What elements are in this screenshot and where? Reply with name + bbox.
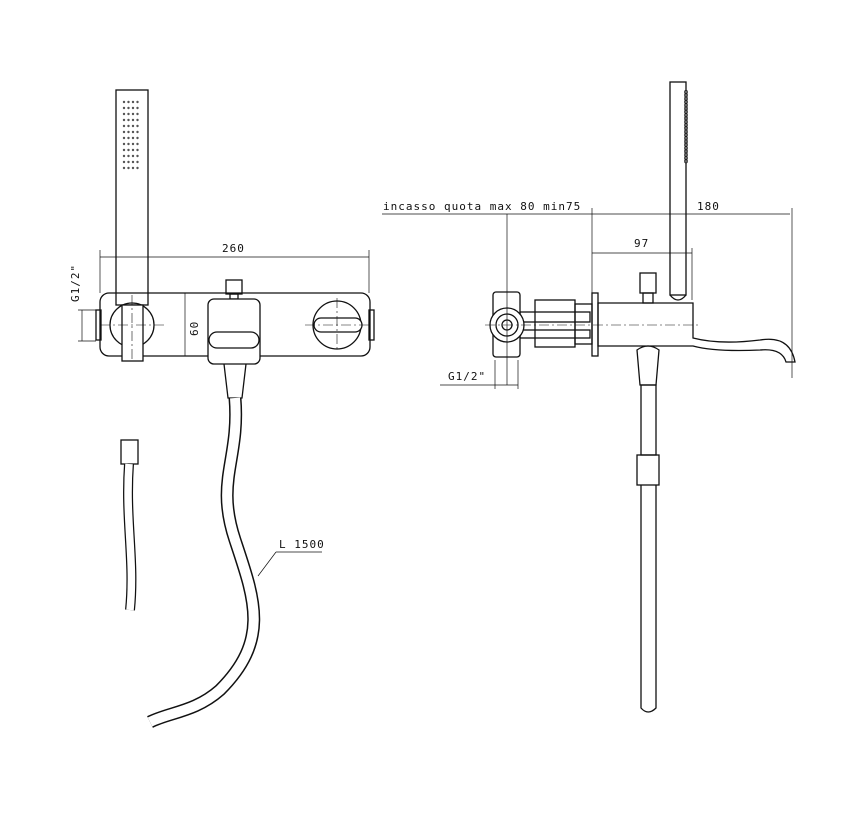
- width-dimension: 260: [222, 242, 245, 255]
- depth-dimension: 180: [697, 200, 720, 213]
- nozzle-dot: [131, 154, 135, 158]
- nozzle-dot: [127, 100, 130, 104]
- nozzle-dot: [127, 118, 130, 122]
- nozzle-dot: [122, 100, 126, 104]
- diverter-handle: [208, 331, 260, 349]
- nozzle-dot: [131, 160, 135, 164]
- nozzle-dot: [136, 136, 139, 140]
- side-diverter-knob: [639, 272, 657, 294]
- nozzle-dot: [131, 118, 135, 122]
- recess-note: incasso quota max 80 min75: [383, 200, 581, 213]
- nozzle-dot: [136, 160, 139, 164]
- nozzle-dot: [122, 136, 126, 140]
- nozzle-dot: [122, 112, 126, 116]
- nozzle-dot: [131, 130, 135, 134]
- nozzle-dot: [122, 166, 126, 170]
- nozzle-dot: [127, 106, 130, 110]
- nozzle-dot: [127, 112, 130, 116]
- nozzle-dot: [122, 148, 126, 152]
- nozzle-dot: [127, 160, 130, 164]
- nozzle-dot: [122, 118, 126, 122]
- nozzle-dot: [131, 148, 135, 152]
- nozzle-dot: [127, 130, 130, 134]
- nozzle-dot: [131, 136, 135, 140]
- hand-shower: [115, 89, 149, 306]
- nozzle-dot: [136, 106, 139, 110]
- nozzle-dot: [131, 166, 135, 170]
- hose-connector: [120, 439, 139, 465]
- nozzle-dot: [136, 142, 139, 146]
- nozzle-dot: [136, 148, 139, 152]
- nozzle-dot: [136, 118, 139, 122]
- nozzle-dot: [131, 106, 135, 110]
- height-dimension: 60: [188, 321, 201, 336]
- chain-link: [684, 159, 688, 164]
- handshower-dimension: 97: [634, 237, 649, 250]
- nozzle-dot: [122, 154, 126, 158]
- nozzle-dot: [136, 100, 139, 104]
- nozzle-dot: [127, 148, 130, 152]
- shower-holder: [121, 304, 144, 362]
- nozzle-dot: [122, 130, 126, 134]
- wall-plate: [591, 292, 599, 357]
- nozzle-dot: [127, 142, 130, 146]
- nozzle-dot: [127, 154, 130, 158]
- side-view: incasso quota max 80 min75 180 97 G1/2": [382, 81, 796, 713]
- front-view: 260 60 G1/2" L 1500: [69, 89, 375, 728]
- hose-outlet: [636, 345, 660, 386]
- nozzle-dot: [122, 106, 126, 110]
- nozzle-dot: [127, 166, 130, 170]
- nozzle-dot: [136, 124, 139, 128]
- hose-coupler: [636, 454, 660, 486]
- nozzle-dot: [136, 154, 139, 158]
- nozzle-dot: [131, 124, 135, 128]
- nozzle-dot: [122, 124, 126, 128]
- diverter-knob: [225, 279, 243, 295]
- hand-shower-nozzles: [122, 100, 139, 170]
- side-hand-shower: [669, 81, 687, 296]
- nozzle-dot: [127, 124, 130, 128]
- inlet-dimension: G1/2": [69, 264, 82, 302]
- spout-body: [597, 302, 796, 363]
- side-inlet-dimension: G1/2": [448, 370, 486, 383]
- nozzle-dot: [122, 160, 126, 164]
- nozzle-dot: [136, 130, 139, 134]
- outlet-nozzle: [223, 363, 247, 399]
- nozzle-dot: [131, 142, 135, 146]
- nozzle-dot: [122, 142, 126, 146]
- side-hose: [640, 485, 657, 713]
- nozzle-dot: [131, 100, 135, 104]
- shower-chain: [684, 89, 688, 164]
- loose-hose: [124, 463, 136, 611]
- nozzle-dot: [127, 136, 130, 140]
- nozzle-dot: [136, 166, 139, 170]
- hose-length-label: L 1500: [279, 538, 325, 551]
- nozzle-dot: [131, 112, 135, 116]
- nozzle-dot: [136, 112, 139, 116]
- shower-hose: [147, 397, 259, 727]
